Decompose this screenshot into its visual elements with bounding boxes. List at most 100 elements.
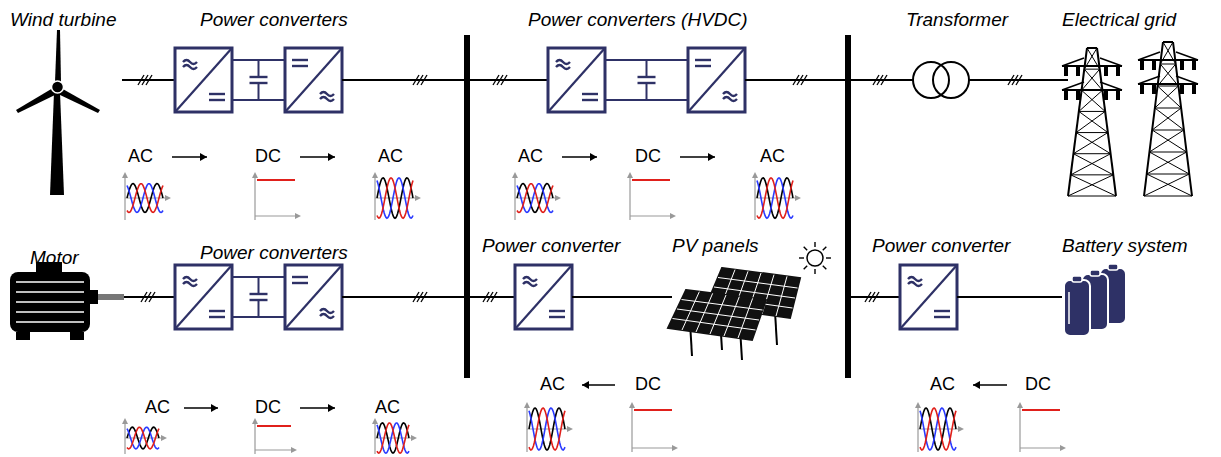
component-label: Power converters — [200, 242, 348, 264]
tower-brace — [1087, 48, 1100, 69]
sun-ray — [823, 266, 827, 270]
ac-waveform — [127, 427, 159, 449]
insulator — [1192, 61, 1196, 70]
tower-brace — [1071, 154, 1111, 175]
motor-fin — [16, 301, 84, 303]
sun-ray — [799, 257, 804, 258]
ac-waveform — [517, 184, 553, 213]
tower-brace — [1160, 64, 1175, 65]
tower-brace — [1158, 86, 1179, 87]
ac-waveform — [127, 427, 159, 449]
ac-waveform — [529, 408, 565, 450]
ac-waveform — [920, 408, 956, 450]
insulator — [1104, 67, 1108, 76]
tower-brace — [1082, 69, 1100, 90]
plot-axis-head — [555, 195, 561, 201]
tower-arm — [1138, 83, 1198, 85]
converter-diagonal — [515, 265, 572, 329]
dc-symbol — [695, 65, 711, 67]
tower-brace — [1073, 133, 1107, 154]
capacitor — [250, 299, 268, 301]
ac-waveform — [127, 184, 163, 213]
pv-cell-line — [677, 309, 759, 320]
plot-axis-head — [1017, 402, 1023, 408]
tower-brace — [1160, 42, 1173, 64]
ac-symbol — [320, 97, 334, 101]
component-label: Motor — [30, 247, 79, 269]
signal-label: AC — [375, 397, 400, 418]
ac-waveform — [377, 178, 413, 218]
tower-brace — [1068, 175, 1113, 196]
ac-symbol — [320, 314, 334, 318]
component-label: Power converters — [200, 9, 348, 31]
plot-axis — [1020, 447, 1063, 448]
three-phase-mark — [491, 292, 497, 302]
tower-brace — [1071, 174, 1114, 175]
three-phase-mark — [146, 75, 152, 85]
ac-waveform — [377, 178, 413, 218]
pv-cell-line — [718, 278, 798, 289]
converter-box — [285, 48, 342, 112]
dc-symbol — [292, 65, 308, 67]
flow-arrow-head — [200, 153, 207, 161]
ac-symbol — [723, 92, 737, 96]
tower-top — [1087, 47, 1097, 49]
dc-symbol — [934, 316, 950, 318]
plot-axis-head — [629, 402, 635, 408]
insulator — [1152, 61, 1156, 70]
flow-arrow-head — [211, 404, 218, 412]
tower-brace — [1076, 133, 1110, 154]
plot-axis-head — [670, 213, 676, 219]
three-phase-mark — [149, 292, 155, 302]
bus-bar — [845, 35, 851, 378]
plot-axis — [254, 421, 255, 454]
battery-highlight — [1068, 292, 1070, 324]
sun-ray — [814, 269, 815, 274]
tower-arm — [1062, 65, 1122, 67]
sun-ray — [804, 266, 808, 270]
tower-brace — [1147, 174, 1190, 175]
sun — [807, 250, 823, 266]
ac-symbol — [523, 277, 537, 281]
dc-symbol — [695, 59, 711, 61]
tower-brace — [1084, 48, 1097, 69]
dc-symbol — [209, 99, 225, 101]
transformer-winding — [933, 62, 969, 98]
wire — [342, 79, 467, 81]
ac-waveform — [377, 423, 409, 453]
tower-brace — [1155, 108, 1181, 109]
three-phase-mark — [501, 75, 507, 85]
tower-brace — [1160, 64, 1178, 86]
plot-axis-head — [161, 435, 167, 441]
converter-box — [175, 48, 232, 112]
flow-arrow-head — [590, 153, 597, 161]
plot-axis-head — [122, 418, 128, 424]
tower-arm — [1062, 58, 1084, 66]
tower-brace — [1149, 130, 1183, 152]
dc-symbol — [582, 99, 598, 101]
tower-brace — [1082, 90, 1103, 91]
signal-label: AC — [760, 146, 785, 167]
insulator — [1140, 85, 1144, 94]
wire — [957, 296, 1062, 298]
plot-axis-head — [958, 426, 964, 432]
ac-symbol — [556, 65, 570, 69]
ac-waveform — [529, 408, 565, 450]
ac-waveform — [757, 178, 793, 218]
wire — [572, 296, 672, 298]
plot-axis-head — [295, 213, 301, 219]
ac-waveform — [127, 184, 163, 213]
flow-arrow-head — [328, 404, 335, 412]
plot-axis-head — [411, 435, 417, 441]
converter-box — [515, 265, 572, 329]
converter-box — [285, 265, 342, 329]
plot-axis-head — [252, 418, 258, 424]
signal-label: AC — [378, 146, 403, 167]
signal-label: DC — [1025, 374, 1051, 395]
insulator — [1076, 91, 1080, 100]
tower-brace — [1163, 42, 1176, 64]
ac-waveform — [517, 184, 553, 213]
insulator — [1116, 67, 1120, 76]
ac-waveform — [127, 427, 159, 449]
tower-leg — [1144, 42, 1163, 196]
